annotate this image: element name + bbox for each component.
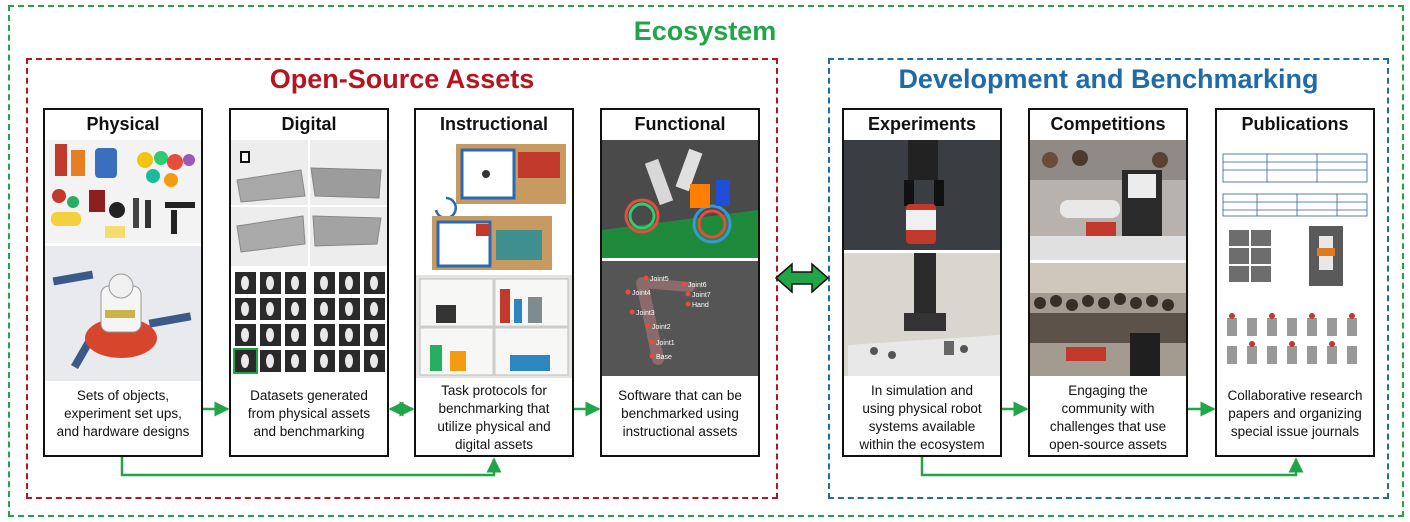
functional-title: Functional — [634, 114, 726, 134]
digital-dataset-grid — [231, 268, 387, 376]
instructional-title: Instructional — [439, 114, 548, 134]
physical-description: Sets of objects, experiment set ups, and… — [56, 388, 190, 439]
joint-label: Base — [656, 354, 672, 361]
experiments-gripper-image — [844, 140, 1000, 250]
physical-objects-image — [45, 140, 201, 243]
instructional-shelf-image — [416, 275, 572, 378]
joint-label: Hand — [692, 302, 709, 309]
competitions-card: Competitions Engaging the commun — [1028, 108, 1188, 457]
development-benchmarking-title: Development and Benchmarking — [898, 64, 1319, 94]
dataset-object — [291, 354, 299, 368]
dataset-object — [320, 328, 328, 342]
dataset-object — [241, 302, 249, 316]
publications-title: Publications — [1241, 114, 1349, 134]
bidirectional-arrow — [774, 262, 830, 294]
dataset-object — [370, 354, 378, 368]
joint-label: Joint7 — [692, 292, 711, 299]
functional-sim-image — [602, 140, 758, 258]
joint-marker — [629, 309, 635, 315]
dataset-object — [370, 328, 378, 342]
joint-label: Joint4 — [632, 290, 651, 297]
dataset-object — [266, 354, 274, 368]
publications-description: Collaborative research papers and organi… — [1227, 388, 1363, 439]
dataset-object — [241, 354, 249, 368]
joint-label: Joint3 — [636, 310, 655, 317]
arrow-experiments-to-publications — [920, 457, 1304, 477]
dataset-object — [291, 328, 299, 342]
dataset-object — [345, 302, 353, 316]
competitions-robot-image — [1030, 140, 1186, 260]
experiments-title: Experiments — [867, 114, 977, 134]
dataset-highlight — [233, 348, 258, 374]
competitions-crowd-image — [1030, 263, 1186, 376]
dataset-object — [291, 276, 299, 290]
joint-marker — [645, 323, 651, 329]
dataset-object — [345, 276, 353, 290]
dataset-object — [241, 328, 249, 342]
competitions-description: Engaging the community with challenges t… — [1049, 383, 1167, 452]
dataset-object — [370, 302, 378, 316]
ecosystem-title: Ecosystem — [633, 16, 777, 46]
joint-label: Joint1 — [656, 340, 675, 347]
publications-card: Publications — [1215, 108, 1375, 457]
dataset-object — [241, 276, 249, 290]
dataset-object — [320, 276, 328, 290]
dataset-object — [370, 276, 378, 290]
instructional-card: Instructional Task protocols — [414, 108, 574, 457]
dataset-object — [320, 302, 328, 316]
instructional-description: Task protocols for benchmarking that uti… — [437, 383, 551, 452]
competitions-title: Competitions — [1050, 114, 1166, 134]
ecosystem-frame — [8, 5, 1404, 517]
joint-marker — [649, 339, 655, 345]
dataset-object — [291, 302, 299, 316]
digital-card: Digital Datasets generated from physical… — [229, 108, 389, 457]
joint-marker — [685, 301, 691, 307]
experiments-robot-image — [844, 253, 1000, 376]
experiments-card: Experiments In simulation and using phys… — [842, 108, 1002, 457]
physical-card: Physical Sets of obje — [43, 108, 203, 457]
joint-label: Joint5 — [650, 276, 669, 283]
functional-description: Software that can be benchmarked using i… — [618, 388, 742, 439]
instructional-boards-image — [416, 140, 572, 272]
joint-marker — [643, 275, 649, 281]
dataset-object — [345, 354, 353, 368]
experiments-description: In simulation and using physical robot s… — [859, 383, 985, 452]
digital-mesh-image — [231, 140, 387, 266]
development-benchmarking-frame — [828, 58, 1389, 499]
physical-hardware-image — [45, 246, 201, 381]
physical-title: Physical — [86, 114, 160, 134]
dataset-object — [345, 328, 353, 342]
dataset-object — [266, 276, 274, 290]
dataset-object — [266, 302, 274, 316]
arrow-physical-to-instructional — [120, 457, 502, 477]
digital-description: Datasets generated from physical assets … — [247, 388, 371, 439]
joint-marker — [649, 353, 655, 359]
joint-marker — [685, 291, 691, 297]
joint-marker — [681, 281, 687, 287]
dataset-object — [320, 354, 328, 368]
open-source-assets-title: Open-Source Assets — [269, 64, 535, 94]
joint-label: Joint2 — [652, 324, 671, 331]
dataset-object — [266, 328, 274, 342]
publications-paper-image — [1217, 140, 1373, 376]
joint-marker — [625, 289, 631, 295]
digital-title: Digital — [281, 114, 337, 134]
joint-label: Joint6 — [688, 282, 707, 289]
